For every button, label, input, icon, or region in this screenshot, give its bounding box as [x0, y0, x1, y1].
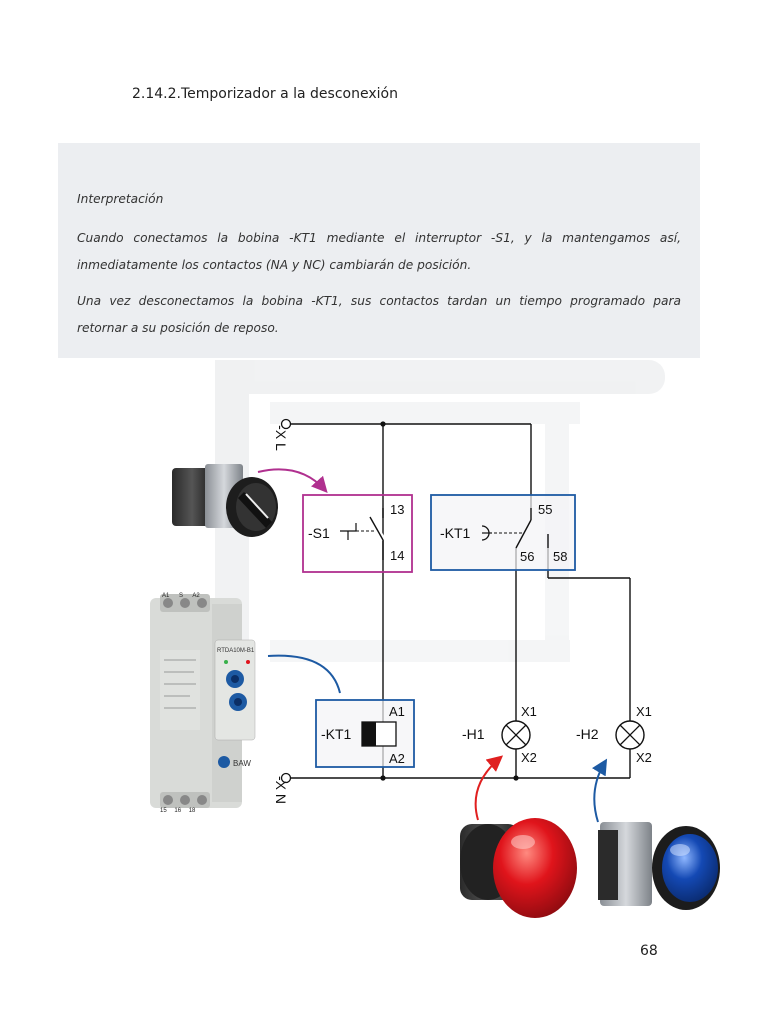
relay-terminals-top: A1 S A2: [162, 593, 200, 599]
relay-model-text: RTDA10M-B1: [217, 648, 255, 654]
interpretation-box: Interpretación Cuando conectamos la bobi…: [58, 143, 700, 358]
kt1-coil: -KT1 A1 A2: [315, 699, 415, 768]
lamp-h1: -H1 X1 X2: [462, 704, 537, 765]
coil-terminal-a2: A2: [389, 751, 405, 766]
line-terminal: [280, 418, 292, 430]
kt1-terminal-58: 58: [553, 549, 567, 564]
h2-label: -H2: [576, 726, 599, 742]
section-heading: 2.14.2.Temporizador a la desconexión: [132, 86, 398, 102]
terminal-dots: [380, 421, 519, 781]
coil-terminal-a1: A1: [389, 704, 405, 719]
blue-lamp-arrow: [591, 758, 608, 823]
selector-switch-image: [172, 464, 278, 537]
timer-relay-image: A1 S A2 15 16 18 RTDA10M-B1 BAW: [150, 593, 256, 814]
circuit-diagram: -X L -X N -S1 13 14 -KT1 55 56 58 -KT1 A…: [150, 360, 720, 918]
interpretation-paragraph-1: Cuando conectamos la bobina -KT1 mediant…: [77, 231, 681, 272]
h1-label: -H1: [462, 726, 485, 742]
interpretation-title: Interpretación: [77, 192, 164, 206]
h1-terminal-x1: X1: [521, 704, 537, 719]
blue-pilot-light-image: [598, 822, 720, 910]
relay-arrow: [267, 654, 341, 694]
page-number: 68: [640, 943, 658, 959]
switch-arrow: [257, 468, 328, 493]
s1-terminal-13: 13: [390, 502, 404, 517]
interpretation-paragraph-2: Una vez desconectamos la bobina -KT1, su…: [77, 294, 681, 335]
red-lamp-arrow: [474, 755, 504, 821]
s1-terminal-14: 14: [390, 548, 404, 563]
h2-terminal-x2: X2: [636, 750, 652, 765]
neutral-label: -X N: [273, 776, 289, 804]
switch-s1: -S1 13 14: [302, 494, 413, 573]
kt1-contact: -KT1 55 56 58: [430, 494, 576, 571]
s1-label: -S1: [308, 525, 330, 541]
kt1-contact-label: -KT1: [440, 525, 471, 541]
coil-label: -KT1: [321, 726, 352, 742]
kt1-terminal-55: 55: [538, 502, 552, 517]
h1-terminal-x2: X2: [521, 750, 537, 765]
red-pilot-light-image: [460, 818, 577, 918]
lamp-h2: -H2 X1 X2: [576, 704, 652, 765]
relay-brand-text: BAW: [233, 759, 251, 768]
line-label: -X L: [273, 425, 289, 451]
kt1-terminal-56: 56: [520, 549, 534, 564]
relay-terminals-bottom: 15 16 18: [160, 808, 196, 814]
h2-terminal-x1: X1: [636, 704, 652, 719]
neutral-terminal: [280, 772, 292, 784]
